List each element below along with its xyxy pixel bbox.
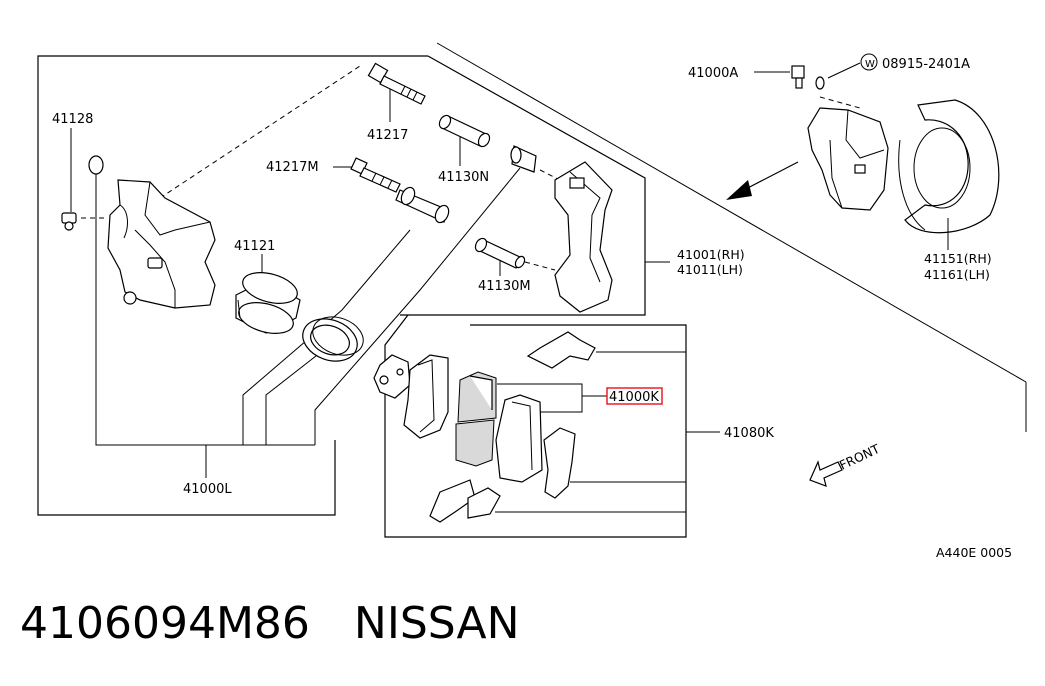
- pad-shim-outer: [373, 354, 411, 399]
- front-arrow-icon: [809, 460, 843, 487]
- piston-41121: [235, 272, 301, 334]
- highlight-box: [606, 387, 663, 405]
- guide-pin-41217m: [350, 157, 450, 224]
- bleeder-screw: [61, 212, 77, 231]
- pad-retainer-clips: [429, 479, 501, 523]
- piston-seal: [302, 316, 364, 362]
- label-41000k: 41000K: [609, 390, 659, 405]
- footer-title: 4106094M86 NISSAN: [20, 598, 520, 649]
- label-41128: 41128: [52, 112, 93, 127]
- label-41011: 41011(LH): [677, 262, 743, 277]
- leader-41000k: [497, 383, 583, 413]
- caliper-assembly-small: [807, 107, 889, 211]
- label-41130m: 41130M: [478, 279, 531, 294]
- pad-backing-plate: [403, 354, 449, 439]
- dash-washer: [819, 96, 861, 109]
- leader-41000l-left: [95, 170, 315, 446]
- leader-08915: [827, 62, 861, 79]
- washer: [815, 76, 825, 90]
- pad-kit-frame: [384, 314, 687, 538]
- pad-shim-clip-top: [526, 331, 596, 369]
- label-41151: 41151(RH): [924, 251, 992, 266]
- label-41000a: 41000A: [688, 66, 738, 81]
- label-diagram-code: A440E 0005: [936, 545, 1012, 560]
- caliper-frame-right-edge: [400, 55, 646, 316]
- label-41161: 41161(LH): [924, 267, 990, 282]
- label-washer-code: W: [865, 59, 875, 70]
- label-41130n: 41130N: [438, 170, 489, 185]
- dash-guide-pin: [159, 65, 361, 199]
- pad-shim-right: [543, 427, 576, 499]
- brake-pad-inner: [455, 371, 497, 467]
- label-41217m: 41217M: [266, 160, 319, 175]
- leader-boot: [314, 167, 521, 445]
- leader-piston: [242, 229, 411, 445]
- brake-pad-outer: [495, 394, 543, 483]
- caliper-support: [554, 161, 613, 313]
- frame-diagonal-long: [436, 42, 1027, 383]
- label-41121: 41121: [234, 239, 275, 254]
- leader-seal: [265, 344, 331, 445]
- main-caliper-frame: [37, 55, 428, 516]
- guide-pin-41217: [367, 62, 426, 105]
- bleeder-cap: [88, 155, 104, 175]
- label-08915: 08915-2401A: [882, 57, 970, 72]
- pin-sleeve-41130n: [438, 114, 491, 148]
- label-front: FRONT: [837, 441, 882, 473]
- pin-boot: [510, 145, 537, 173]
- footer-brand: NISSAN: [353, 598, 520, 649]
- assembly-arrow-icon: [726, 161, 799, 200]
- label-41001: 41001(RH): [677, 247, 745, 262]
- dash-pin-m: [524, 261, 556, 271]
- label-41080k: 41080K: [724, 426, 774, 441]
- footer-part-number: 4106094M86: [20, 598, 310, 649]
- bolt-41000a: [791, 65, 805, 89]
- label-41217: 41217: [367, 128, 408, 143]
- washer-symbol: [860, 53, 878, 71]
- pin-sleeve-41130m: [474, 237, 526, 269]
- label-41000l: 41000L: [183, 482, 232, 497]
- brake-disc-shield: [898, 99, 1000, 234]
- caliper-body: [88, 155, 216, 309]
